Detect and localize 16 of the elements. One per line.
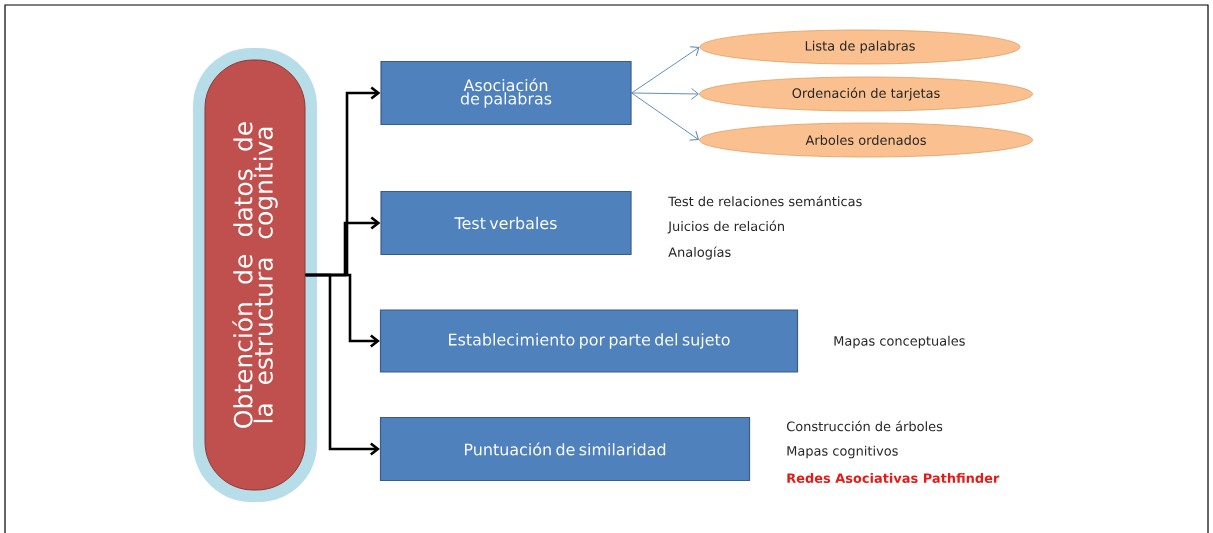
rounded-box: Obtención de datos de la estructura cognitiva (193, 48, 317, 502)
arrow (631, 92, 699, 141)
side-text: Test de relaciones semánticas (668, 195, 862, 207)
process-box: Asociación de palabras (380, 60, 632, 126)
arrow (631, 87, 699, 100)
process-box: Puntuación de similaridad (379, 416, 751, 482)
side-text: Redes Asociativas Pathfinder (787, 473, 1000, 483)
side-text: Mapas conceptuales (834, 335, 965, 349)
arrow (631, 46, 700, 94)
side-text: Juicios de relación (667, 220, 784, 234)
process-box: Establecimiento por parte del sujeto (379, 309, 799, 373)
process-box: Test verbales (380, 190, 632, 256)
side-text: Analogías (668, 246, 731, 260)
side-text: Construcción de árboles (786, 420, 943, 432)
elbow-arrow (305, 273, 380, 456)
side-text: Mapas cognitivos (787, 445, 898, 459)
